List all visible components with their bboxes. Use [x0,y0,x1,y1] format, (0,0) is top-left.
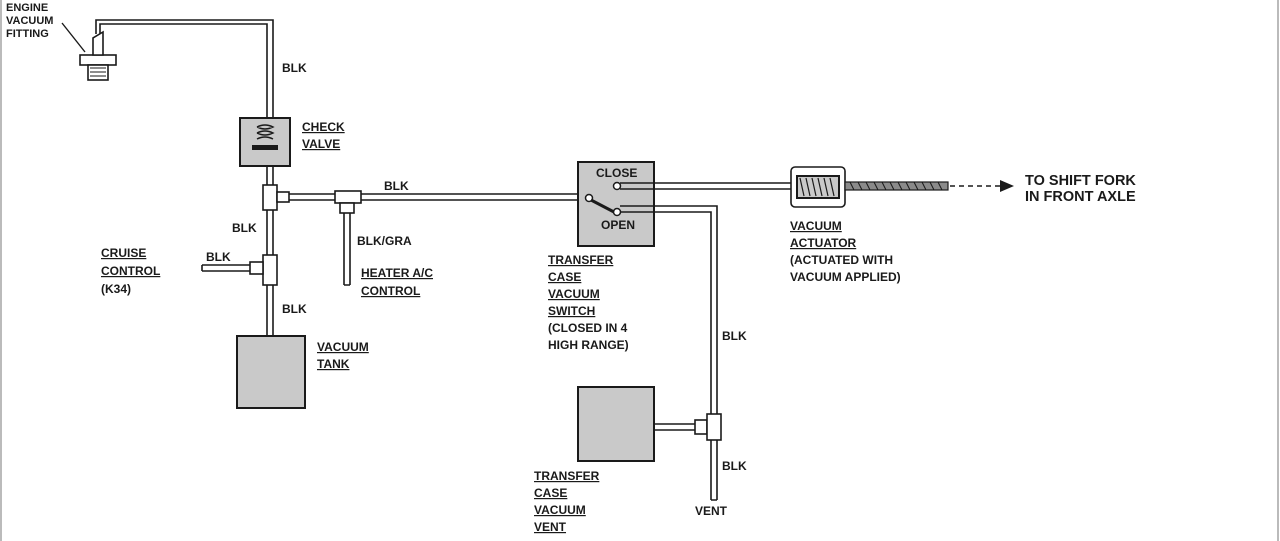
hose-cruise-branch [201,264,250,272]
switch-close-label: CLOSE [596,166,637,180]
hose-label-engine: BLK [282,61,307,75]
hose-switch-to-actuator [620,182,791,190]
switch-open-label: OPEN [601,218,635,232]
engine-fitting-label-3: FITTING [6,28,49,40]
switch-label-2: CASE [548,270,581,284]
check-valve-label-2: VALVE [302,137,340,151]
actuator-label-2: ACTUATOR [790,236,857,250]
actuator-label-3: (ACTUATED WITH [790,253,893,267]
tank-label-2: TANK [317,357,350,371]
shift-fork-label-1: TO SHIFT FORK [1025,173,1136,189]
switch-label-6: HIGH RANGE) [548,338,629,352]
hose-label-cruise: BLK [206,250,231,264]
hose-label-main-right: BLK [384,179,409,193]
transfer-case-vacuum-vent [577,386,655,462]
hose-label-main-left: BLK [232,221,257,235]
upper-tee [262,184,290,211]
engine-vacuum-fitting [79,30,117,81]
hose-switch-to-vent [620,205,718,414]
vent-box-label-4: VENT [534,520,567,534]
heater-tee [334,190,362,214]
vent-box-label-1: TRANSFER [534,469,600,483]
actuator-label-1: VACUUM [790,219,842,233]
hose-vent-outlet [710,440,718,501]
actuator-label-4: VACUUM APPLIED) [790,270,901,284]
cruise-label-3: (K34) [101,282,131,296]
vacuum-tank [236,335,306,409]
tank-label-1: VACUUM [317,340,369,354]
cruise-tee [249,254,278,286]
heater-label-1: HEATER A/C [361,266,433,280]
hose-main-right [289,193,582,201]
hose-vent-box-to-tee [654,423,695,431]
shift-fork-label-2: IN FRONT AXLE [1025,189,1136,205]
heater-label-2: CONTROL [361,284,420,298]
hose-label-switch-vent: BLK [722,329,747,343]
hose-label-vent-outlet: BLK [722,459,747,473]
vent-box-label-3: VACUUM [534,503,586,517]
switch-label-1: TRANSFER [548,253,614,267]
cruise-label-2: CONTROL [101,264,160,278]
hose-label-tank: BLK [282,302,307,316]
vent-tee [694,413,722,441]
cruise-label-1: CRUISE [101,246,146,260]
engine-fitting-label-2: VACUUM [6,15,53,27]
hose-heater-branch [343,213,351,286]
switch-label-3: VACUUM [548,287,600,301]
switch-label-4: SWITCH [548,304,595,318]
transfer-case-vacuum-switch [577,161,655,247]
vacuum-actuator [790,166,949,208]
vent-label: VENT [695,504,728,518]
vent-box-label-2: CASE [534,486,567,500]
engine-fitting-label-1: ENGINE [6,2,48,14]
hose-trunk [266,166,274,336]
switch-label-5: (CLOSED IN 4 [548,321,628,335]
hose-engine-to-valve [95,19,274,118]
check-valve-label-1: CHECK [302,120,345,134]
check-valve [239,117,291,167]
hose-label-heater: BLK/GRA [357,234,412,248]
